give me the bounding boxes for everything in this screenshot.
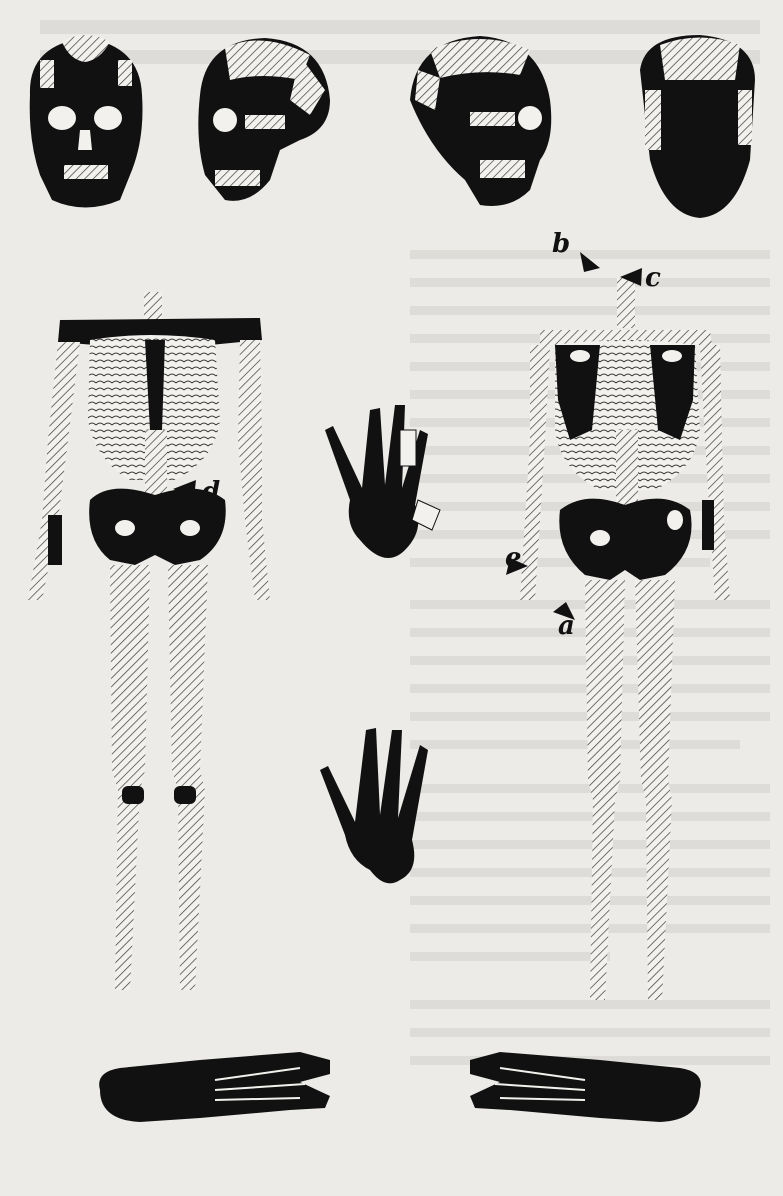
- label-c: c: [645, 263, 661, 293]
- skeleton-left-anterior: [28, 292, 270, 990]
- label-d: d: [202, 477, 220, 507]
- hand-upper: [325, 405, 440, 558]
- label-e: e: [505, 543, 522, 573]
- foot-left: [99, 1052, 330, 1122]
- hand-lower: [320, 728, 428, 883]
- skeleton-right-posterior: [520, 278, 730, 1000]
- label-a: a: [558, 611, 575, 641]
- skull-front-view: [30, 35, 143, 208]
- skull-right-lateral-view: [198, 38, 330, 201]
- marker-a: a: [553, 602, 575, 641]
- skull-left-lateral-view: [410, 36, 551, 206]
- skull-top-view: [640, 35, 755, 218]
- marker-b: b: [552, 229, 600, 272]
- foot-right: [470, 1052, 701, 1122]
- label-b: b: [552, 229, 570, 259]
